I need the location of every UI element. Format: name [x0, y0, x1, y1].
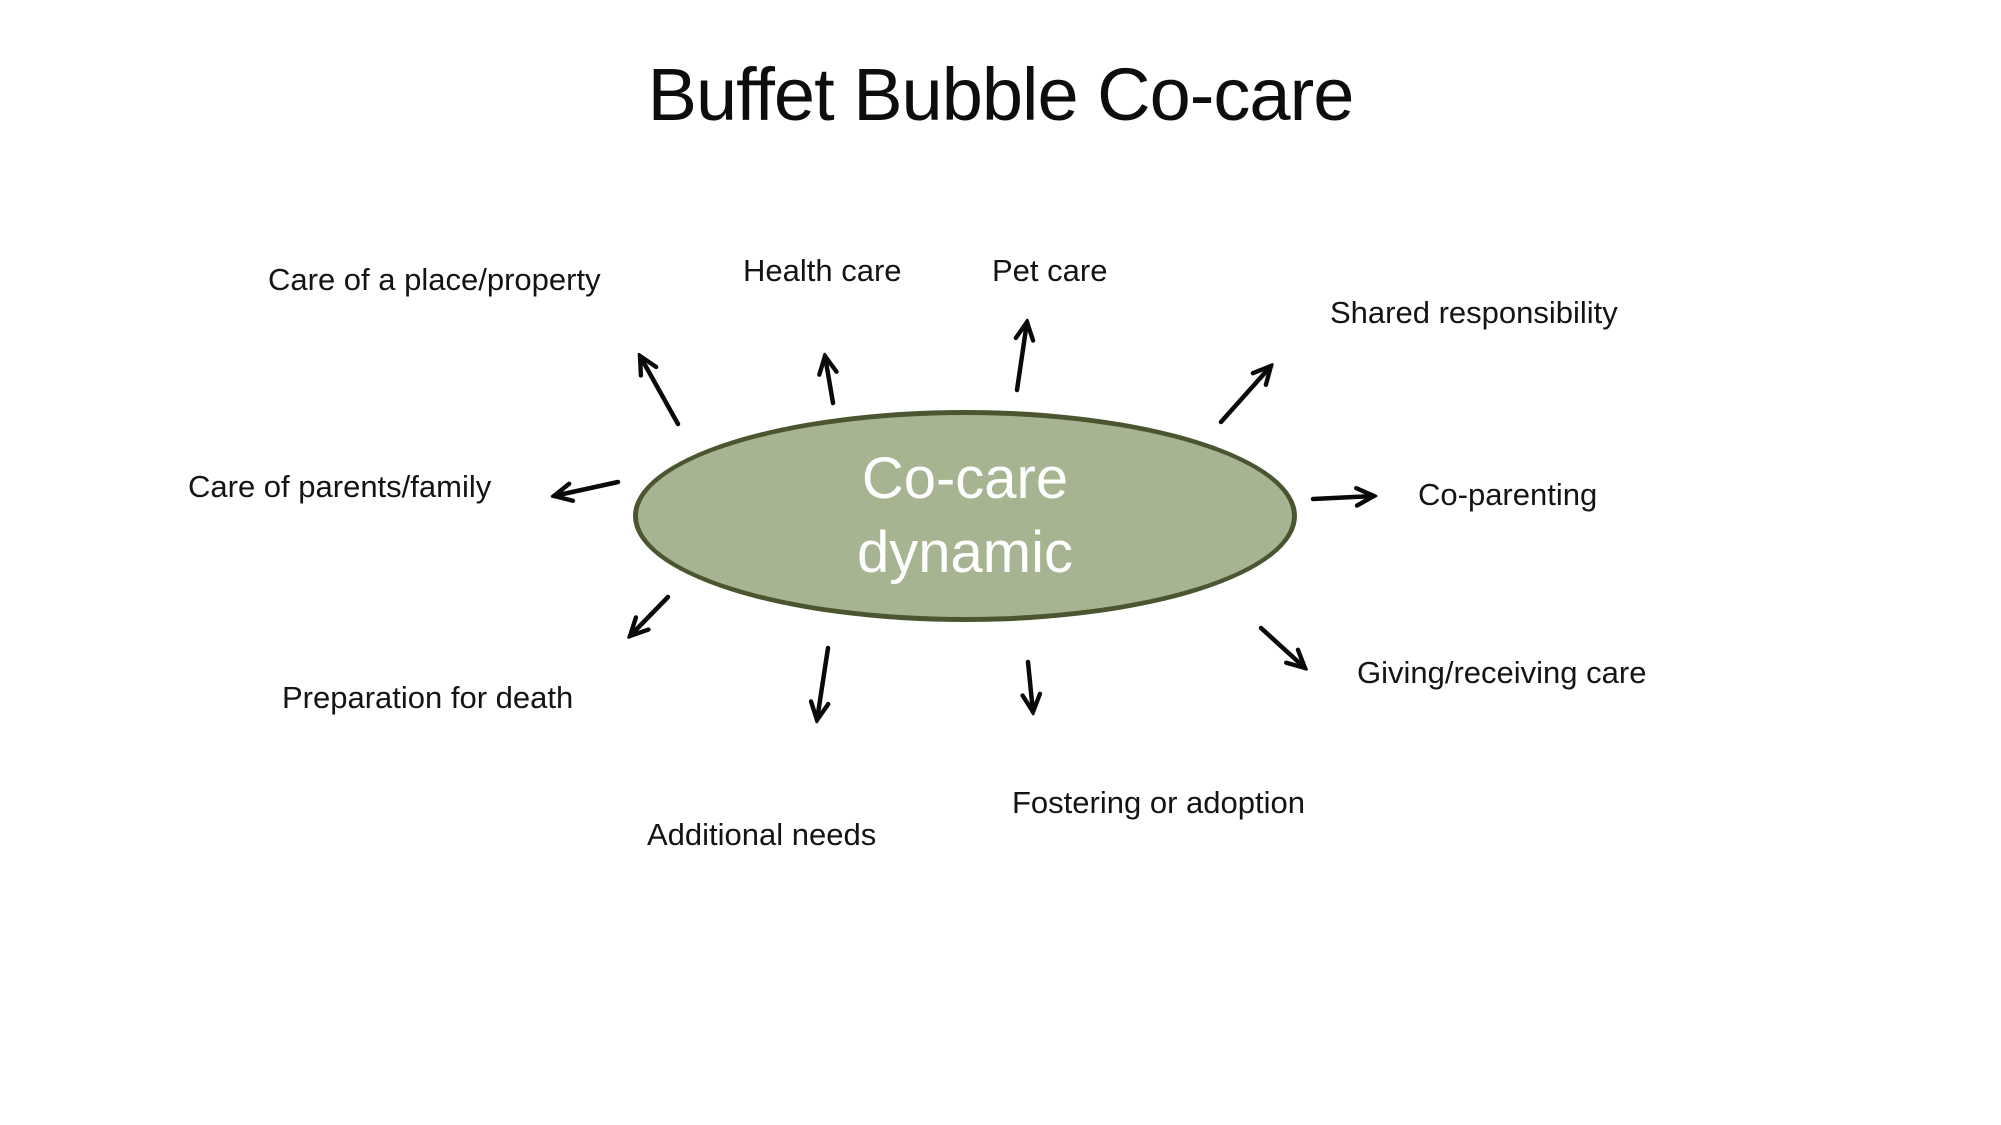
label-additional-needs: Additional needs	[647, 817, 877, 852]
arrow-giving-receiving-care	[1258, 625, 1305, 668]
label-shared-responsibility: Shared responsibility	[1330, 295, 1618, 330]
arrow-care-of-parents	[554, 479, 621, 496]
arrow-co-parenting	[1310, 496, 1374, 499]
label-health-care: Health care	[743, 253, 902, 288]
arrow-pet-care	[1017, 322, 1027, 393]
arrow-fostering-or-adoption	[1028, 659, 1033, 712]
arrow-preparation-for-death	[630, 594, 671, 636]
arrow-health-care	[825, 356, 833, 406]
label-co-parenting: Co-parenting	[1418, 477, 1598, 512]
center-ellipse: Co-care dynamic	[633, 410, 1297, 622]
label-pet-care: Pet care	[992, 253, 1108, 288]
center-ellipse-text-line2: dynamic	[857, 520, 1073, 585]
page-title: Buffet Bubble Co-care	[647, 53, 1355, 136]
arrow-additional-needs	[817, 645, 828, 720]
label-care-of-place: Care of a place/property	[268, 262, 601, 297]
center-ellipse-text-line1: Co-care	[861, 446, 1069, 511]
arrow-shared-responsibility	[1218, 366, 1271, 425]
label-care-of-parents: Care of parents/family	[188, 469, 492, 504]
label-giving-receiving-care: Giving/receiving care	[1357, 655, 1647, 690]
arrow-care-of-place	[640, 356, 681, 427]
label-preparation-for-death: Preparation for death	[282, 680, 574, 715]
label-fostering-or-adoption: Fostering or adoption	[1012, 785, 1305, 820]
